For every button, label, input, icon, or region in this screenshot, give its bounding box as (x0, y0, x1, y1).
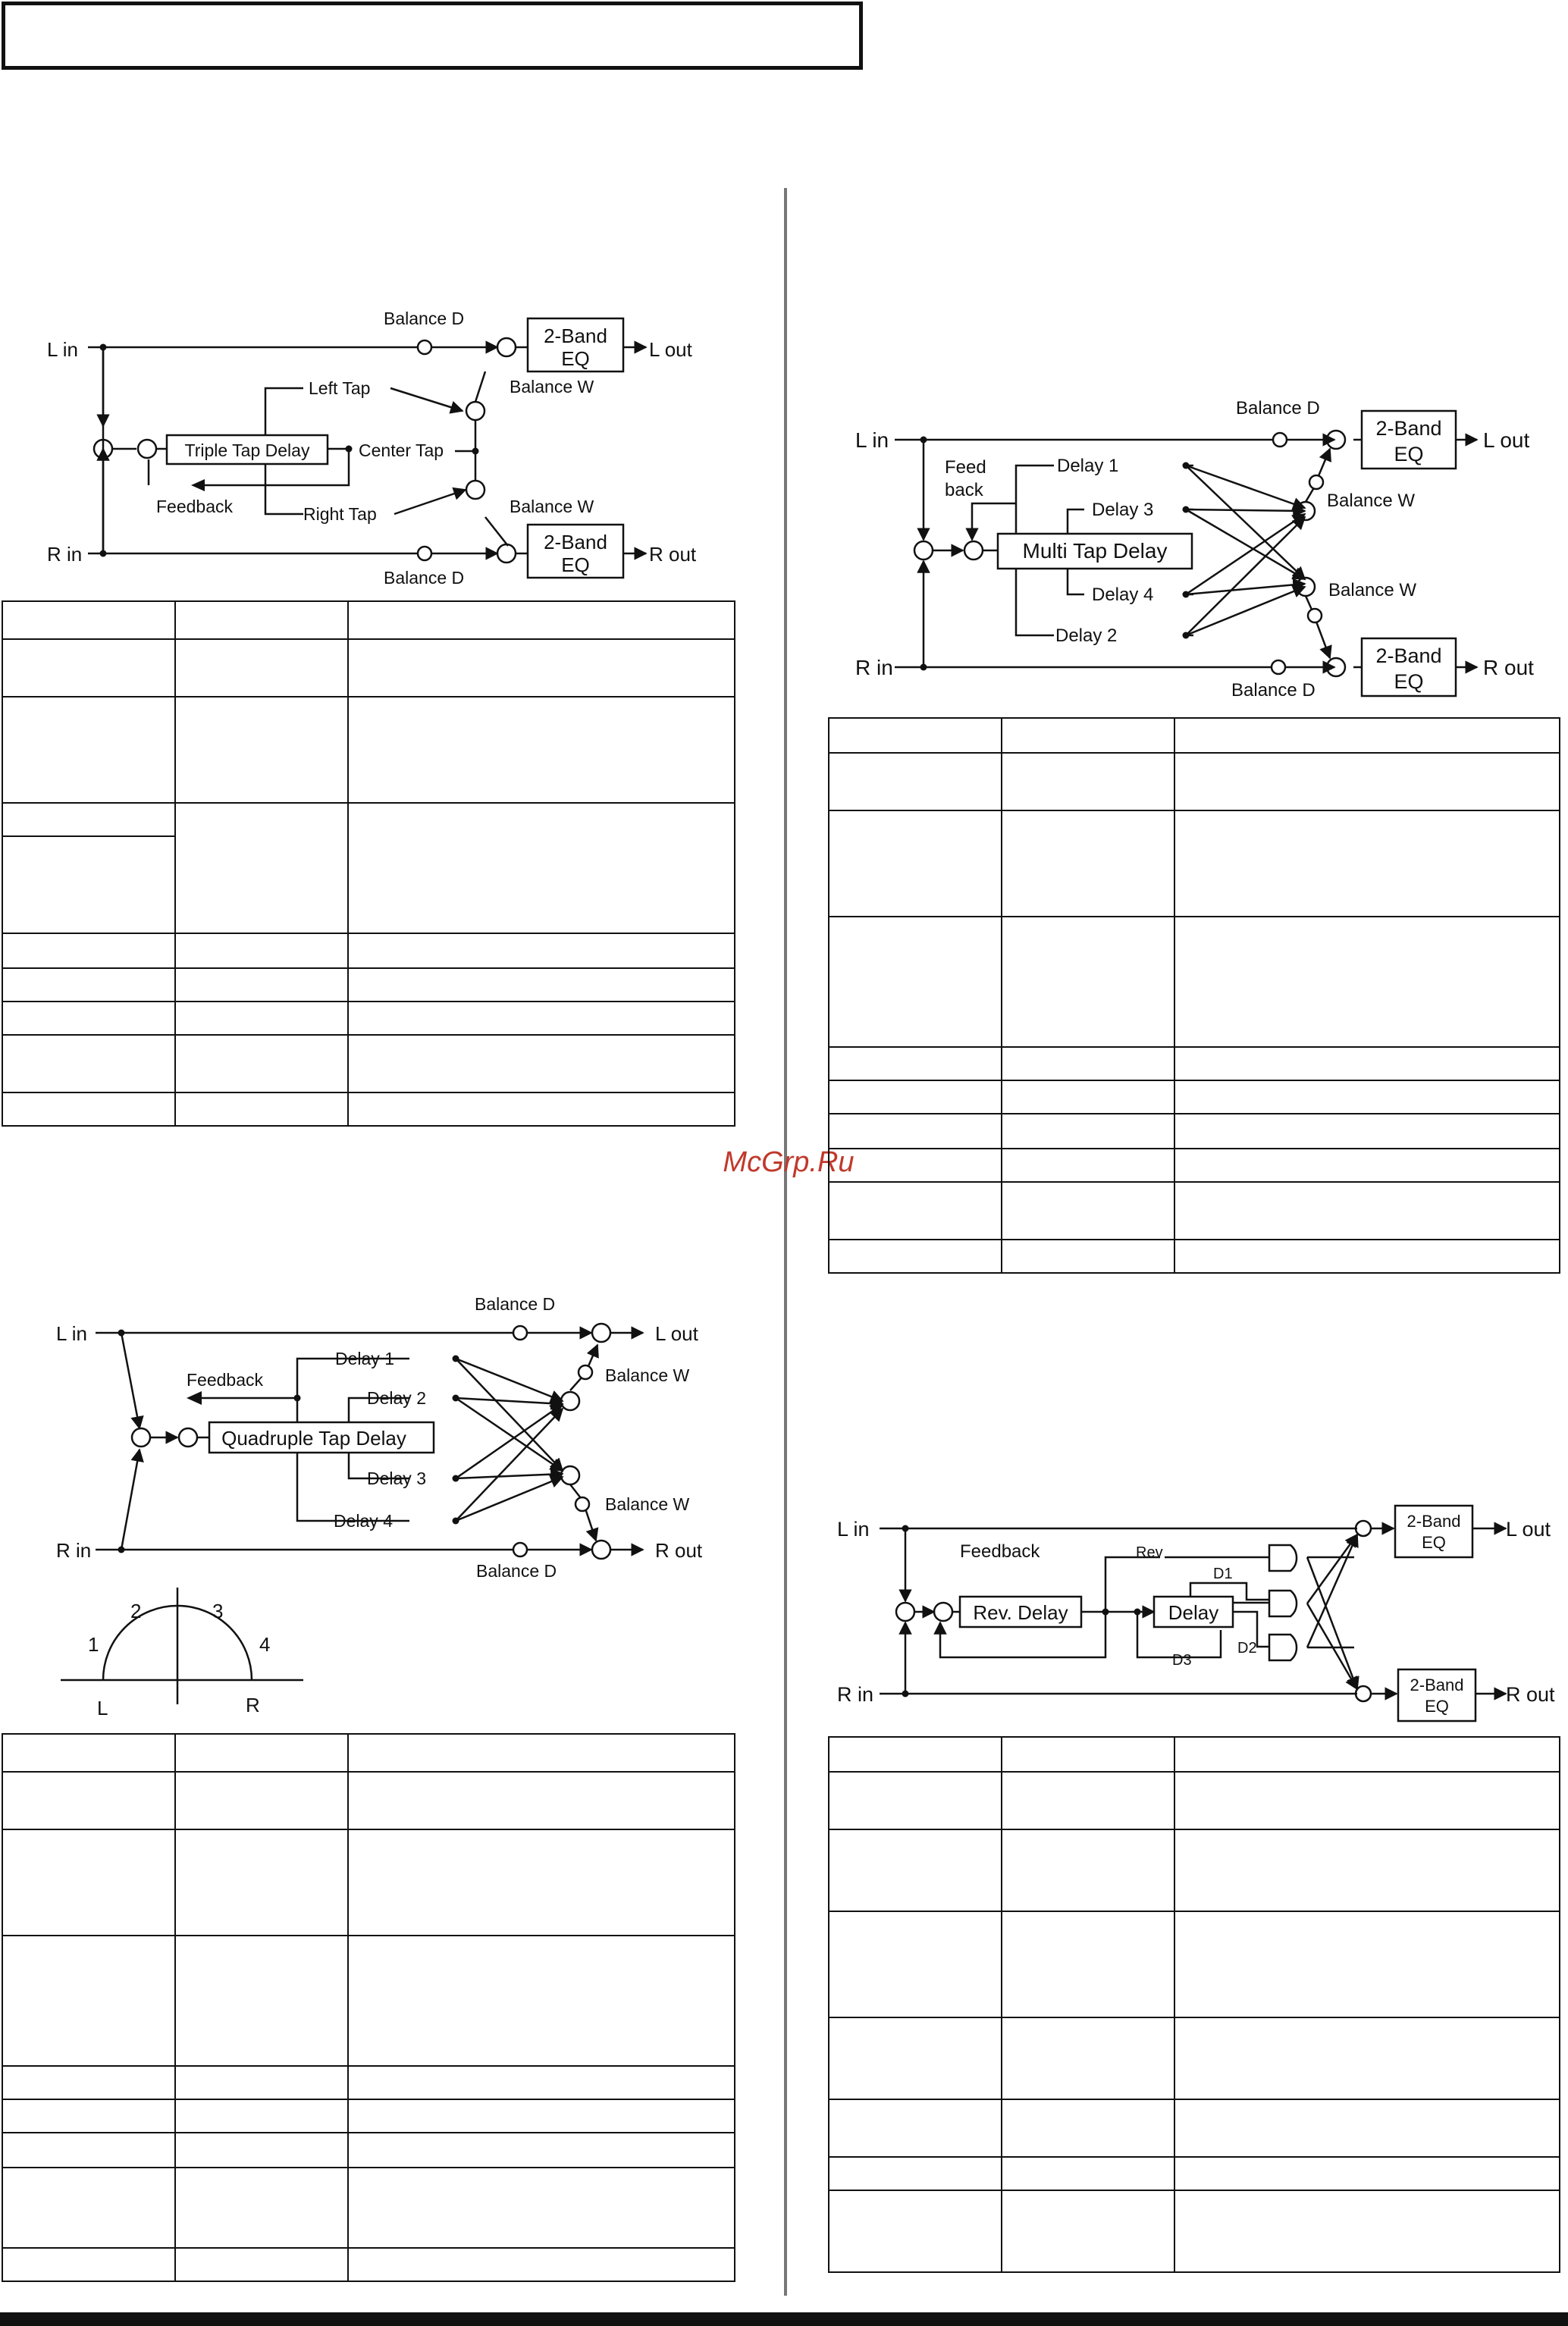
footer-bar (0, 2312, 1568, 2326)
eq-bottom-line1: 2-Band (1410, 1676, 1464, 1694)
column-divider (784, 188, 787, 2296)
header-box (2, 2, 863, 70)
pan-pos-3: 3 (212, 1600, 223, 1622)
l-in-label: L in (56, 1322, 87, 1345)
quadruple-tap-delay-diagram: L in R in L out R out Balance D Balance … (56, 1294, 703, 1581)
balance-w-top-label: Balance W (1327, 491, 1415, 511)
feedback-label: Feedback (960, 1541, 1040, 1562)
rev-delay-block: Rev. Delay (973, 1601, 1068, 1624)
r-out-label: R out (1506, 1683, 1555, 1706)
eq-top-line2: EQ (1394, 443, 1423, 466)
multi-tap-delay-block: Multi Tap Delay (1023, 539, 1168, 563)
balance-w-bottom-label: Balance W (1328, 580, 1416, 600)
l-out-label: L out (1483, 428, 1529, 452)
r-in-label: R in (837, 1683, 873, 1706)
delay-3-label: Delay 3 (1092, 500, 1153, 520)
r-out-label: R out (1483, 656, 1534, 679)
eq-top-line1: 2-Band (1375, 417, 1441, 440)
pan-left-label: L (97, 1697, 108, 1719)
pan-right-label: R (246, 1694, 260, 1716)
multi-tap-delay-diagram: L in R in L out R out Balance D Balance … (855, 398, 1534, 701)
balance-w-bottom-label: Balance W (605, 1494, 690, 1514)
triple-tap-param-table (2, 600, 735, 1127)
eq-top-line1: 2-Band (1407, 1512, 1461, 1531)
delay-4-label: Delay 4 (1092, 585, 1153, 605)
eq-bottom-line2: EQ (561, 553, 590, 576)
feedback-label: Feedback (156, 497, 234, 516)
multi-tap-param-table (828, 717, 1560, 1274)
delay-3-label: Delay 3 (367, 1469, 426, 1488)
rev-label: Rev (1136, 1544, 1163, 1561)
r-out-label: R out (649, 543, 697, 566)
delay-1-label: Delay 1 (1057, 456, 1118, 476)
eq-bottom-line2: EQ (1394, 670, 1423, 693)
eq-bottom-line1: 2-Band (544, 531, 607, 553)
right-tap-label: Right Tap (303, 504, 377, 524)
balance-w-bottom-label: Balance W (510, 497, 594, 516)
l-in-label: L in (855, 428, 889, 452)
eq-top-line2: EQ (1422, 1533, 1446, 1552)
feedback-label: Feedback (187, 1370, 264, 1390)
d3-label: D3 (1172, 1652, 1192, 1669)
reverb-delay-param-table (828, 1736, 1560, 2273)
l-in-label: L in (47, 338, 78, 361)
feedback-line1: Feed (945, 457, 986, 478)
balance-w-top-label: Balance W (510, 377, 594, 397)
r-in-label: R in (47, 543, 82, 566)
pan-pos-2: 2 (130, 1600, 141, 1622)
l-out-label: L out (649, 338, 693, 361)
balance-d-top-label: Balance D (475, 1294, 555, 1314)
balance-d-bottom-label: Balance D (1231, 680, 1316, 701)
l-in-label: L in (837, 1518, 870, 1541)
feedback-line2: back (945, 480, 984, 500)
pan-pos-4: 4 (259, 1633, 270, 1656)
delay-4-label: Delay 4 (334, 1511, 393, 1531)
delay-2-label: Delay 2 (1055, 625, 1117, 646)
delay-1-label: Delay 1 (335, 1349, 394, 1368)
balance-d-top-label: Balance D (1236, 398, 1320, 418)
eq-top-line2: EQ (561, 347, 590, 370)
reverb-delay-diagram: L in R in L out R out Feedback Rev. Dela… (837, 1504, 1555, 1723)
balance-d-bottom-label: Balance D (476, 1561, 557, 1581)
l-out-label: L out (1506, 1518, 1551, 1541)
balance-d-bottom-label: Balance D (384, 568, 464, 588)
l-out-label: L out (655, 1322, 699, 1345)
balance-d-top-label: Balance D (384, 309, 464, 328)
pan-pos-1: 1 (88, 1633, 99, 1656)
center-tap-label: Center Tap (359, 440, 444, 460)
r-in-label: R in (855, 656, 893, 679)
r-in-label: R in (56, 1539, 91, 1562)
triple-tap-delay-block: Triple Tap Delay (185, 440, 310, 460)
delay-block: Delay (1168, 1601, 1218, 1624)
quadruple-tap-param-table (2, 1733, 735, 2282)
balance-w-top-label: Balance W (605, 1365, 690, 1385)
delay-2-label: Delay 2 (367, 1388, 426, 1408)
d1-label: D1 (1213, 1566, 1233, 1582)
eq-top-line1: 2-Band (544, 324, 607, 347)
triple-tap-delay-diagram: L in R in L out R out Balance D Balance … (47, 309, 697, 588)
pan-position-arc-diagram: 1 2 3 4 L R (61, 1588, 303, 1719)
r-out-label: R out (655, 1539, 703, 1562)
d2-label: D2 (1237, 1640, 1257, 1657)
eq-bottom-line1: 2-Band (1375, 644, 1441, 667)
eq-bottom-line2: EQ (1425, 1697, 1449, 1716)
quadruple-tap-delay-block: Quadruple Tap Delay (221, 1427, 406, 1450)
left-tap-label: Left Tap (309, 378, 370, 398)
